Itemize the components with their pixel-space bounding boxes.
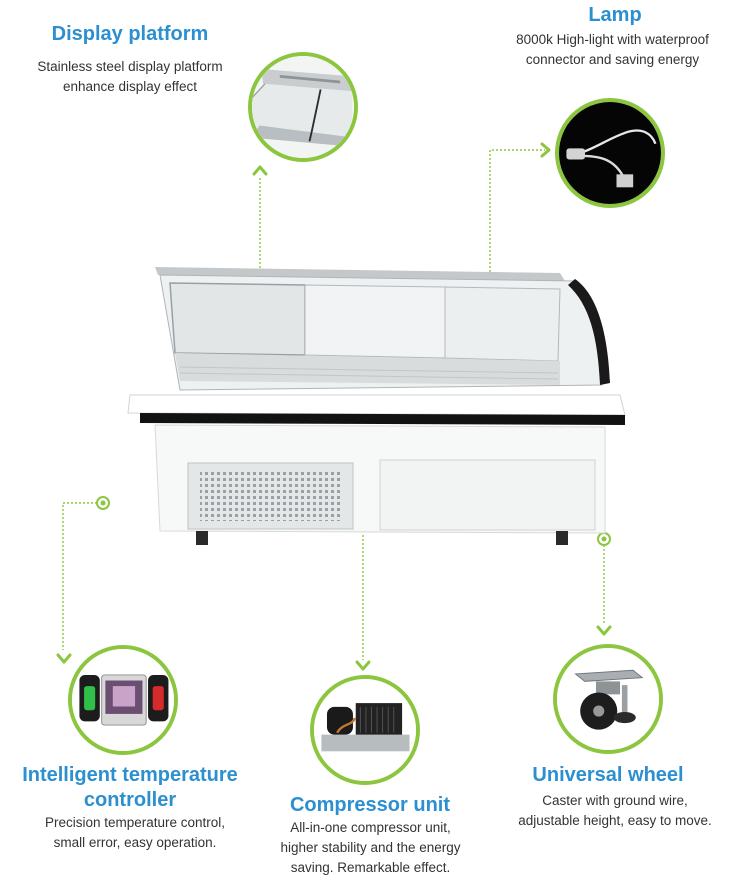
display-platform-title: Display platform	[51, 23, 209, 45]
display-cabinet-photo	[120, 255, 640, 555]
arrow-down-icon	[355, 660, 371, 671]
dot-marker-icon	[96, 496, 110, 510]
arrow-up-icon	[252, 165, 268, 176]
lamp-photo	[555, 98, 665, 208]
arrow-right-icon	[540, 142, 551, 158]
controller-title: Intelligent temperature controller	[22, 764, 238, 811]
arrow-down-icon	[596, 625, 612, 636]
wheel-photo	[553, 644, 663, 754]
lamp-title: Lamp	[588, 4, 642, 26]
compressor-photo	[310, 675, 420, 785]
display-platform-desc: Stainless steel display platform enhance…	[37, 59, 223, 94]
compressor-title: Compressor unit	[289, 794, 451, 816]
connector-lamp	[489, 149, 545, 272]
controller-photo	[68, 645, 178, 755]
compressor-desc: All-in-one compressor unit, higher stabi…	[280, 820, 461, 875]
wheel-title: Universal wheel	[532, 764, 684, 786]
arrow-down-icon	[56, 653, 72, 664]
connector-controller	[62, 502, 97, 650]
controller-desc: Precision temperature control, small err…	[44, 815, 226, 850]
wheel-desc: Caster with ground wire, adjustable heig…	[518, 793, 712, 828]
lamp-desc: 8000k High-light with waterproof connect…	[516, 32, 709, 67]
display-platform-photo	[248, 52, 358, 162]
